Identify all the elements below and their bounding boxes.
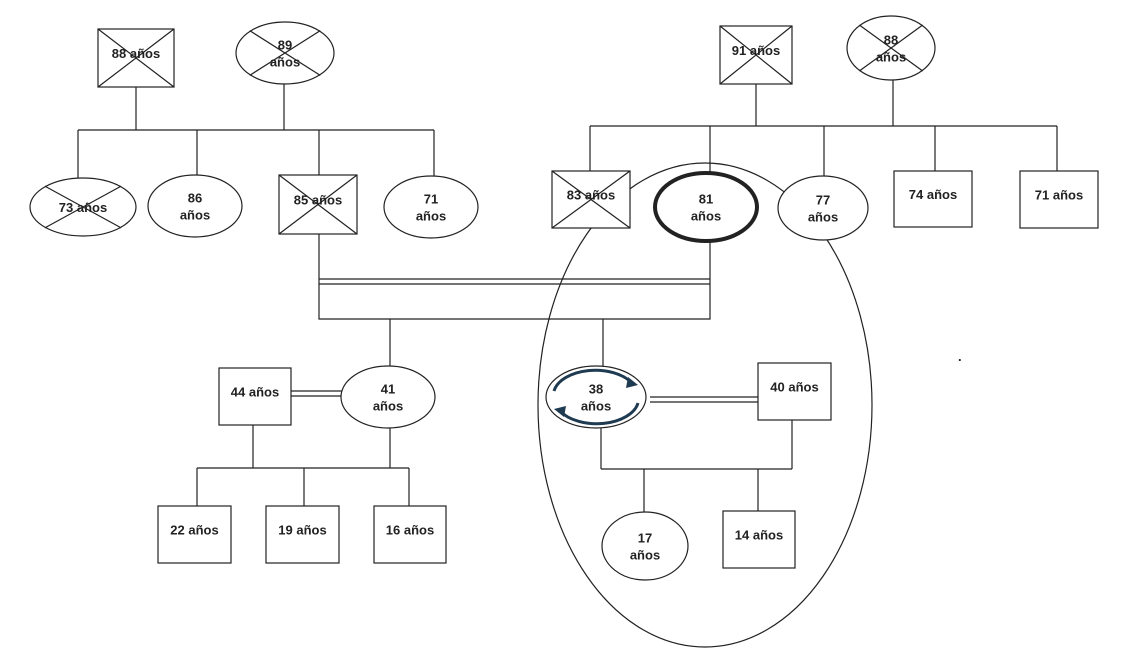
deceased-cross-mark bbox=[249, 30, 321, 76]
person-pgf: 88 años bbox=[97, 28, 175, 88]
age-label: 89 bbox=[278, 38, 292, 53]
age-label: años bbox=[691, 209, 721, 224]
connection-lines bbox=[77, 78, 1058, 512]
female-symbol bbox=[147, 174, 243, 238]
sister-marriage-line bbox=[291, 390, 342, 397]
age-label: 19 años bbox=[278, 523, 326, 538]
age-label: 77 bbox=[816, 193, 830, 208]
age-label: 41 bbox=[381, 382, 395, 397]
age-label: años bbox=[416, 209, 446, 224]
age-label: 73 años bbox=[59, 200, 107, 215]
male-symbol bbox=[157, 505, 232, 564]
person-nephew3: 16 años bbox=[373, 505, 447, 564]
deceased-cross-mark bbox=[858, 24, 924, 72]
person-daughter: 17 años bbox=[601, 511, 689, 581]
male-symbol bbox=[1019, 170, 1099, 229]
person-nephew1: 22 años bbox=[157, 505, 232, 564]
age-label: 88 años bbox=[112, 46, 160, 61]
parents-children-drops bbox=[389, 319, 604, 367]
cycle-arrow-icon bbox=[552, 368, 634, 392]
person-muncle2: 74 años bbox=[893, 170, 973, 228]
age-label: 74 años bbox=[909, 187, 957, 202]
age-label: años bbox=[808, 210, 838, 225]
male-symbol bbox=[265, 505, 340, 564]
household-boundary bbox=[537, 162, 873, 648]
age-label: 44 años bbox=[231, 385, 279, 400]
person-paunt2: 86 años bbox=[147, 174, 243, 238]
age-label: años bbox=[876, 50, 906, 65]
person-maunt: 77 años bbox=[777, 175, 869, 241]
person-paunt1: 73 años bbox=[29, 177, 137, 237]
female-symbol bbox=[545, 365, 647, 429]
female-symbol bbox=[777, 175, 869, 241]
female-symbol bbox=[340, 365, 436, 429]
cycle-arrowhead-icon bbox=[554, 406, 566, 417]
person-muncle3: 71 años bbox=[1019, 170, 1099, 229]
person-nephew2: 19 años bbox=[265, 505, 340, 564]
age-label: 91 años bbox=[732, 43, 780, 58]
person-mgm: 88 años bbox=[846, 15, 936, 81]
deceased-cross-mark bbox=[97, 28, 175, 88]
age-label: 88 bbox=[884, 33, 898, 48]
age-label: 86 bbox=[188, 191, 202, 206]
age-label: años bbox=[270, 55, 300, 70]
female-symbol bbox=[601, 511, 689, 581]
person-client: 38 años bbox=[545, 365, 647, 429]
male-symbol bbox=[893, 170, 973, 228]
male-symbol bbox=[218, 367, 292, 426]
cycle-arrow-icon bbox=[558, 402, 640, 426]
maternal-children-drops bbox=[589, 126, 1058, 176]
paternal-children-drops bbox=[77, 130, 435, 178]
person-mother: 81 años bbox=[653, 171, 759, 243]
age-label: 83 años bbox=[567, 188, 615, 203]
deceased-cross-mark bbox=[551, 170, 631, 229]
person-son: 14 años bbox=[722, 510, 796, 569]
age-label: años bbox=[581, 399, 611, 414]
female-symbol bbox=[383, 175, 479, 239]
age-label: 85 años bbox=[294, 193, 342, 208]
paternal-grandparents-bar bbox=[78, 83, 434, 131]
age-label: 14 años bbox=[735, 528, 783, 543]
age-label: 22 años bbox=[170, 523, 218, 538]
age-label: 16 años bbox=[386, 523, 434, 538]
person-mgf: 91 años bbox=[719, 25, 793, 85]
age-label: 40 años bbox=[770, 380, 818, 395]
age-label: 81 bbox=[699, 192, 713, 207]
deceased-cross-mark bbox=[278, 174, 358, 235]
deceased-cross-mark bbox=[719, 25, 793, 85]
age-label: 17 bbox=[638, 531, 652, 546]
person-pgm: 89 años bbox=[235, 21, 335, 85]
person-bil: 44 años bbox=[218, 367, 292, 426]
age-label: 38 bbox=[589, 382, 603, 397]
age-label: 71 años bbox=[1035, 188, 1083, 203]
age-label: años bbox=[630, 548, 660, 563]
age-label: años bbox=[373, 399, 403, 414]
index-person-symbol bbox=[653, 171, 759, 243]
person-father: 85 años bbox=[278, 174, 358, 235]
person-muncle1: 83 años bbox=[551, 170, 631, 229]
male-symbol bbox=[757, 362, 832, 421]
deceased-cross-mark bbox=[44, 185, 122, 229]
male-symbol bbox=[722, 510, 796, 569]
client-children-bar bbox=[600, 420, 793, 512]
stray-mark: . bbox=[958, 349, 962, 364]
client-marriage-line bbox=[650, 396, 758, 403]
maternal-grandparents-bar bbox=[590, 78, 1057, 127]
sister-children-bar bbox=[196, 425, 410, 506]
person-husband: 40 años bbox=[757, 362, 832, 421]
person-sister: 41 años bbox=[340, 365, 436, 429]
age-label: 71 bbox=[424, 192, 438, 207]
person-paunt3: 71 años bbox=[383, 175, 479, 239]
parents-marriage-line bbox=[318, 234, 711, 320]
cycle-arrowhead-icon bbox=[626, 377, 638, 388]
male-symbol bbox=[373, 505, 447, 564]
age-label: años bbox=[180, 208, 210, 223]
